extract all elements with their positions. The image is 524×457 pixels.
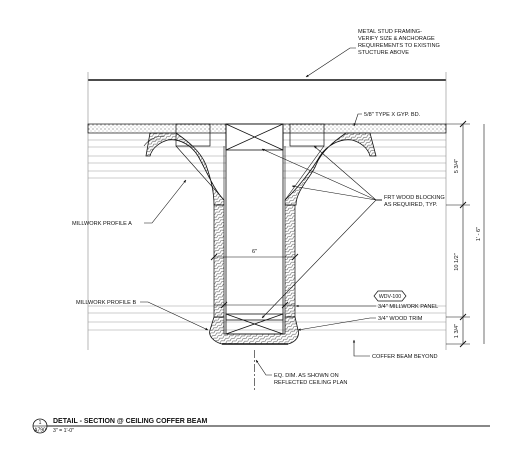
millwork-panel-left — [213, 204, 225, 318]
note-coffer-beyond: COFFER BEAM BEYOND — [372, 354, 438, 360]
note-framing-2: VERIFY SIZE & ANCHORAGE — [358, 36, 435, 42]
title-scale: 3" = 1'-0" — [53, 428, 74, 434]
title-main: DETAIL - SECTION @ CEILING COFFER BEAM — [53, 418, 208, 425]
dim-d1-label: 5 3/4" — [454, 159, 460, 173]
note-millwork-b: MILLWORK PROFILE B — [76, 300, 136, 306]
note-trim: 3/4" WOOD TRIM — [378, 316, 423, 322]
note-framing-4: STUCTURE ABOVE — [358, 50, 409, 56]
leader-lines — [140, 47, 382, 376]
dim-overall-label: 1' - 6" — [476, 227, 482, 241]
dim-width: 6" — [210, 249, 299, 261]
note-eq-1: EQ. DIM. AS SHOWN ON — [274, 373, 339, 379]
millwork-profile-a-right — [284, 132, 377, 206]
tag-label: WDV-100 — [379, 294, 401, 300]
dim-d2-label: 10 1/2" — [454, 253, 460, 271]
frt-blocking-triangles — [175, 145, 325, 201]
tag-bubble: WDV-100 — [373, 290, 407, 302]
note-frt-1: FRT WOOD BLOCKING — [384, 195, 445, 201]
title-sheet: A790 — [34, 428, 46, 434]
note-framing-1: METAL STUD FRAMING- — [358, 29, 422, 35]
note-framing-3: REQUIREMENTS TO EXISTING — [358, 43, 440, 49]
title-number: 1 — [39, 420, 42, 426]
dim-panel-thickness — [214, 301, 295, 309]
dim-vertical-string — [446, 120, 470, 348]
millwork-profile-a-left — [143, 132, 225, 206]
note-millwork-a: MILLWORK PROFILE A — [72, 221, 132, 227]
center-stud — [225, 123, 284, 335]
note-frt-2: AS REQUIRED, TYP. — [384, 202, 438, 208]
dim-width-label: 6" — [252, 249, 257, 255]
structure-above — [87, 72, 447, 350]
title-block: 1 A790 DETAIL - SECTION @ CEILING COFFER… — [32, 418, 490, 434]
millwork-panel-right — [284, 204, 296, 318]
millwork-profile-b — [209, 316, 299, 345]
note-panel: 3/4" MILLWORK PANEL — [378, 304, 438, 310]
dim-d3-label: 1 3/4" — [454, 324, 460, 338]
note-eq-2: REFLECTED CEILING PLAN — [274, 380, 347, 386]
note-gyp-bd: 5/8" TYPE X GYP. BD. — [364, 112, 421, 118]
